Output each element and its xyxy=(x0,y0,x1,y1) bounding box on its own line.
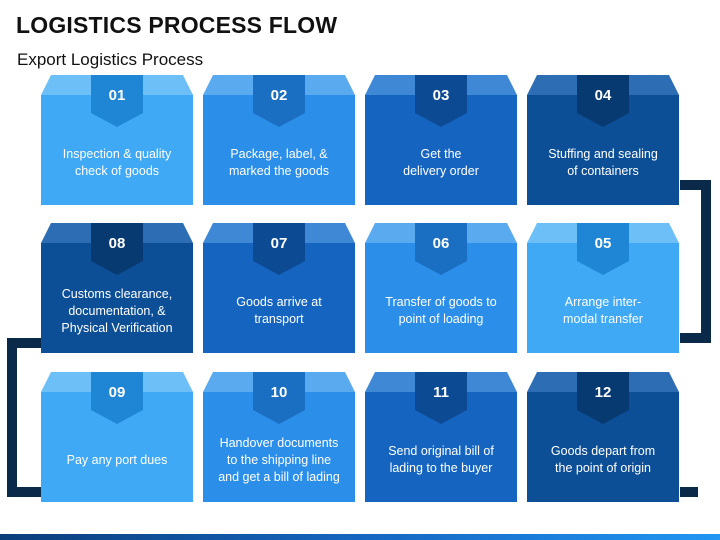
step-number: 12 xyxy=(594,384,612,401)
step-number: 02 xyxy=(270,87,288,104)
step-number: 09 xyxy=(108,384,126,401)
step-label: Inspection & quality check of goods xyxy=(62,147,172,178)
footer-bar xyxy=(0,534,720,540)
step-label: Send original bill of lading to the buye… xyxy=(388,444,494,475)
step-label: Arrange inter- modal transfer xyxy=(563,295,643,326)
step-shape xyxy=(365,223,517,353)
connector-right xyxy=(680,180,711,343)
step-label: Stuffing and sealing of containers xyxy=(548,147,658,178)
connector-left xyxy=(7,338,41,497)
step-label: Package, label, & marked the goods xyxy=(228,147,330,178)
step-label: Goods depart from the point of origin xyxy=(550,444,656,475)
page-subtitle: Export Logistics Process xyxy=(17,50,204,69)
step-number: 01 xyxy=(108,87,126,104)
step-shape xyxy=(41,75,193,205)
step-label: Get the delivery order xyxy=(403,147,479,178)
step-number: 06 xyxy=(432,235,450,252)
step-label: Pay any port dues xyxy=(66,452,168,467)
step-number: 11 xyxy=(433,384,449,401)
step-label: Customs clearance, documentation, & Phys… xyxy=(61,286,173,335)
step-label: Handover documents to the shipping line … xyxy=(218,435,340,484)
step-shape xyxy=(203,223,355,353)
step-shape xyxy=(203,75,355,205)
step-shape xyxy=(41,223,193,353)
step-number: 10 xyxy=(270,384,288,401)
step-number: 08 xyxy=(108,235,126,252)
step-shape xyxy=(527,223,679,353)
page-title: LOGISTICS PROCESS FLOW xyxy=(16,12,338,38)
step-shape xyxy=(527,75,679,205)
step-shape xyxy=(365,372,517,502)
step-number: 05 xyxy=(594,235,612,252)
step-number: 04 xyxy=(594,87,612,104)
step-shape xyxy=(41,372,193,502)
step-label: Transfer of goods to point of loading xyxy=(385,295,497,326)
step-shape xyxy=(203,372,355,502)
step-label: Goods arrive at transport xyxy=(236,295,322,326)
step-number: 03 xyxy=(432,87,450,104)
step-shape xyxy=(365,75,517,205)
step-shape xyxy=(527,372,679,502)
step-number: 07 xyxy=(270,235,288,252)
